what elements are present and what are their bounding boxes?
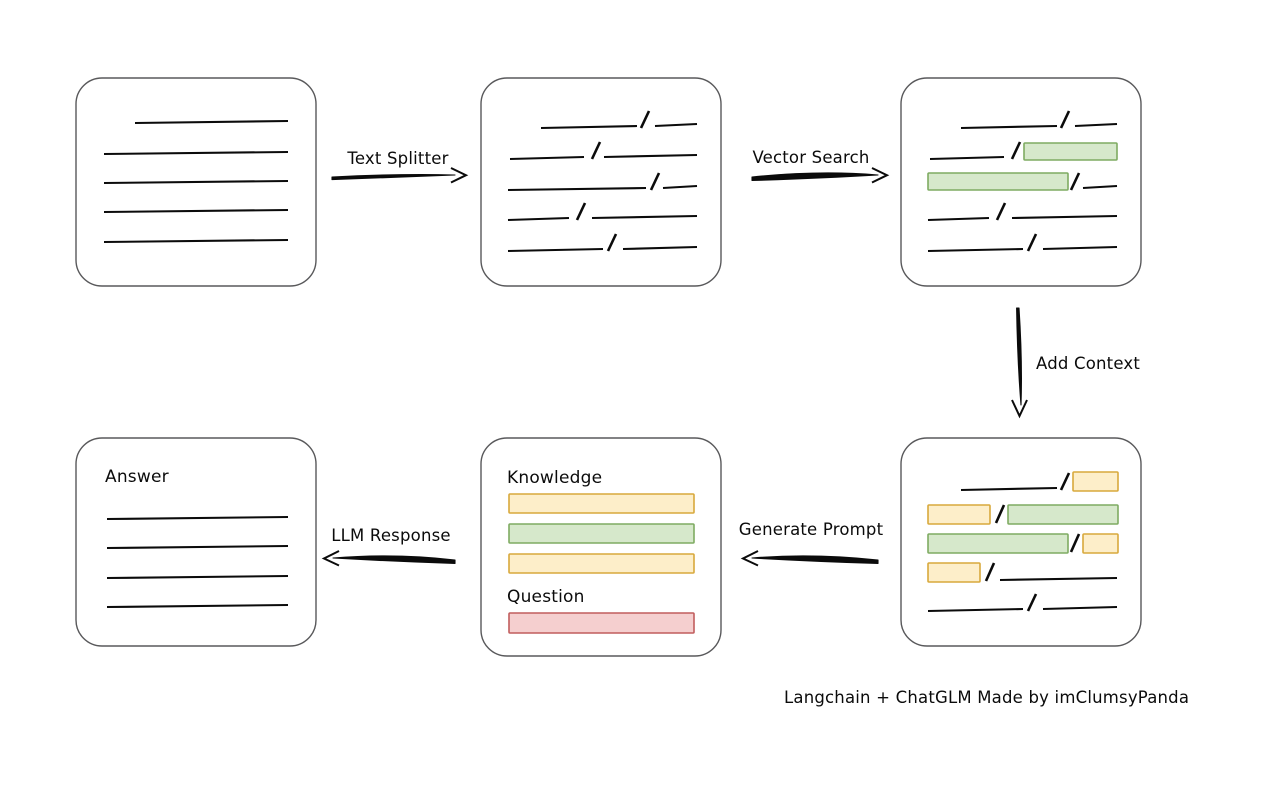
answer-heading: Answer: [105, 467, 169, 487]
highlight-yellow: [508, 493, 695, 514]
text-splitter-arrow-line: [331, 174, 456, 181]
source-document-lines: [103, 119, 289, 244]
node-prompt[interactable]: Knowledge Question: [480, 437, 722, 657]
edge-label-vector-search: Vector Search: [752, 148, 869, 167]
node-prompt-frame: [480, 437, 722, 657]
generate-prompt-arrow-line: [751, 555, 879, 565]
text-splitter-arrow-head: [450, 167, 469, 184]
highlight-green: [508, 523, 695, 544]
highlight-red: [508, 612, 695, 634]
prompt-question-heading: Question: [507, 587, 585, 607]
highlight-green: [1007, 504, 1119, 525]
vector-search-arrow-head: [871, 167, 890, 184]
edge-label-add-context: Add Context: [1036, 354, 1140, 373]
edge-text-splitter: [331, 167, 469, 184]
highlight-green: [927, 533, 1069, 554]
node-split-document-frame: [480, 77, 722, 287]
edge-add-context: [1011, 307, 1028, 419]
node-answer-frame: [75, 437, 317, 647]
node-split-document[interactable]: [480, 77, 722, 287]
node-vector-matched-document[interactable]: [900, 77, 1142, 287]
highlight-yellow: [927, 504, 991, 525]
edge-label-llm-response: LLM Response: [331, 526, 451, 545]
node-source-document[interactable]: [75, 77, 317, 287]
highlight-green: [927, 172, 1069, 191]
highlight-green: [1023, 142, 1118, 161]
context-document-lines: [927, 471, 1119, 613]
edge-label-generate-prompt: Generate Prompt: [739, 520, 884, 539]
answer-lines: [106, 515, 289, 609]
highlight-yellow: [1072, 471, 1119, 492]
vector-search-arrow-line: [751, 172, 879, 182]
highlight-yellow: [508, 553, 695, 574]
split-document-lines: [507, 110, 698, 253]
llm-response-arrow-head: [321, 550, 340, 567]
prompt-question-bars: [508, 612, 695, 634]
edge-generate-prompt: [740, 550, 879, 567]
llm-response-arrow-line: [332, 555, 456, 565]
prompt-knowledge-heading: Knowledge: [507, 468, 602, 488]
node-answer[interactable]: Answer: [75, 437, 317, 647]
footer-credit: Langchain + ChatGLM Made by imClumsyPand…: [784, 688, 1189, 707]
generate-prompt-arrow-head: [740, 550, 759, 567]
highlight-yellow: [1082, 533, 1119, 554]
add-context-arrow-line: [1016, 307, 1022, 406]
add-context-arrow-head: [1011, 399, 1028, 419]
node-context-document[interactable]: [900, 437, 1142, 647]
edge-vector-search: [751, 167, 890, 184]
vector-matched-lines: [927, 110, 1118, 253]
edge-label-text-splitter: Text Splitter: [346, 149, 448, 168]
edge-llm-response: [321, 550, 456, 567]
highlight-yellow: [927, 562, 981, 583]
prompt-knowledge-bars: [508, 493, 695, 574]
